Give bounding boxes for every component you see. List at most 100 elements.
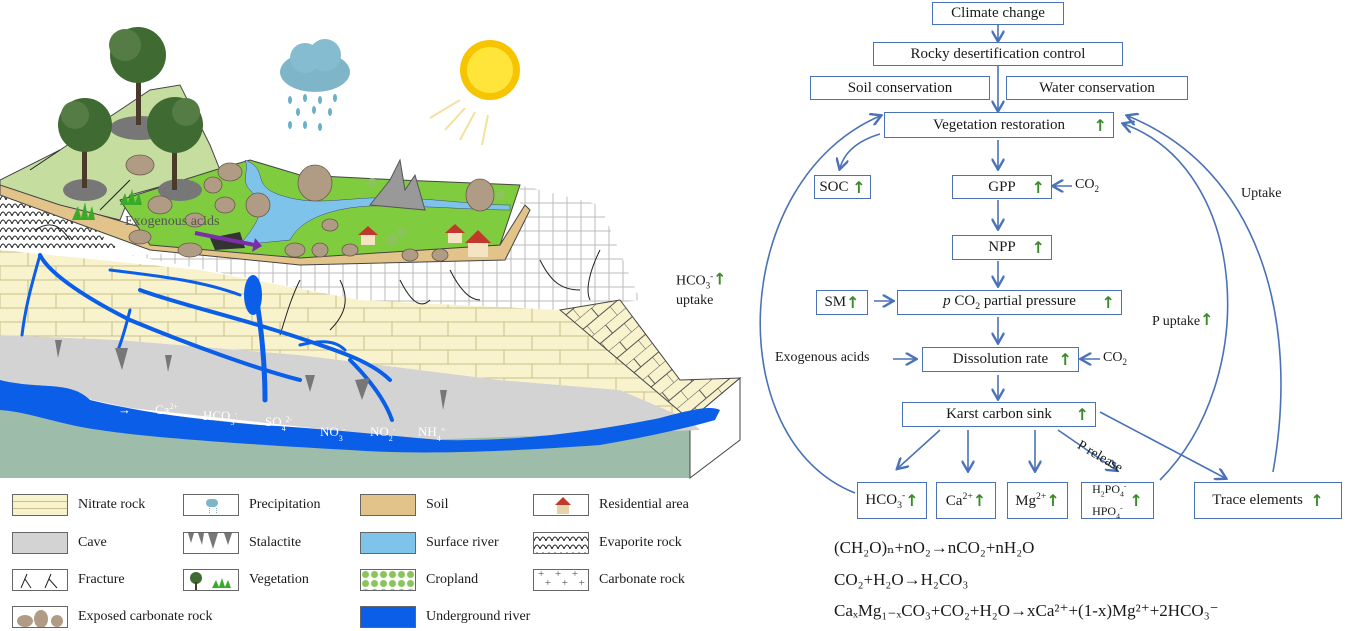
node-label: GPP <box>988 178 1016 195</box>
node-trace-elements: Trace elements ↑ <box>1194 482 1342 519</box>
arrow-hco3-uptake <box>759 116 880 494</box>
legend-label: Surface river <box>426 535 499 550</box>
legend-label: Exposed carbonate rock <box>78 609 213 624</box>
arrow-karst-hco3 <box>898 429 941 468</box>
tree-icon <box>147 97 203 201</box>
node-label: Soil conservation <box>847 79 953 96</box>
underground-river <box>0 380 720 453</box>
node-label: Ca2+ <box>945 491 973 509</box>
legend-item-soil: Soil <box>360 494 449 516</box>
co2-input-label: CO2 <box>1075 177 1099 194</box>
hco3-uptake-label: HCO3-↑ uptake <box>676 269 727 309</box>
surface-river-swatch <box>360 532 416 554</box>
increase-arrow-icon: ↑ <box>713 269 727 289</box>
increase-arrow-icon: ↑ <box>1101 293 1115 312</box>
flowchart-connectors <box>759 24 1282 494</box>
node-label: Mg2+ <box>1015 491 1047 509</box>
node-label: H2PO4-HPO4- <box>1092 481 1127 520</box>
exogenous-acids-label: Exogenous acids <box>125 214 219 229</box>
svg-text:SO42-: SO42- <box>265 414 293 433</box>
node-label: Water conservation <box>1039 79 1155 96</box>
increase-arrow-icon: ↑ <box>1031 238 1045 257</box>
node-rocky-desertification-control: Rocky desertification control <box>873 42 1123 66</box>
legend-label: Cropland <box>426 572 479 587</box>
exogenous-arrow <box>194 231 256 247</box>
grass-tuft-icon <box>120 189 142 205</box>
sun-icon <box>429 40 520 146</box>
arrow-p-uptake <box>1124 124 1229 481</box>
increase-arrow-icon: ↑ <box>972 491 987 510</box>
svg-text:NO3-: NO3- <box>320 424 346 443</box>
increase-arrow-icon: ↑ <box>1093 115 1107 135</box>
svg-text:HCO3-: HCO3- <box>203 408 237 427</box>
node-climate-change: Climate change <box>932 2 1064 25</box>
legend-item-nitrate-rock: Nitrate rock <box>12 494 145 516</box>
evaporite-rock-swatch <box>533 532 589 554</box>
legend-item-stalactite: Stalactite <box>183 532 301 554</box>
legend-label: Fracture <box>78 572 125 587</box>
stalactite-icon <box>55 340 447 410</box>
grass-tuft-icon <box>72 202 95 220</box>
fracture-icon <box>12 569 68 591</box>
exogenous-acids-label: Exogenous acids <box>775 350 870 365</box>
node-label: Rocky desertification control <box>910 45 1086 62</box>
karst-peak-icon <box>369 158 426 211</box>
cave-swatch <box>12 532 68 554</box>
node-label: SM <box>824 294 847 310</box>
node-mg: Mg2+↑ <box>1007 482 1068 519</box>
legend-item-carbonate-rock: + + + + + + + Carbonate rock <box>533 569 685 591</box>
co2-input-label: CO2 <box>1103 350 1127 367</box>
node-water-conservation: Water conservation <box>1006 76 1188 100</box>
increase-arrow-icon: ↑ <box>1058 350 1072 369</box>
slope-rock <box>558 299 742 421</box>
node-karst-carbon-sink: Karst carbon sink ↑ <box>902 402 1096 427</box>
arrow-veg-soc <box>840 133 881 168</box>
arrow-karst-trace <box>1099 411 1225 478</box>
legend-label: Precipitation <box>249 497 321 512</box>
legend-label: Evaporite rock <box>599 535 682 550</box>
legend-label: Soil <box>426 497 449 512</box>
increase-arrow-icon: ↑ <box>905 491 919 510</box>
soil-swatch <box>360 494 416 516</box>
node-gpp: GPP ↑ <box>952 175 1052 199</box>
node-label: Vegetation restoration <box>932 116 1066 133</box>
legend-label: Residential area <box>599 497 689 512</box>
node-label: Climate change <box>951 5 1045 21</box>
tree-icon <box>58 98 112 201</box>
legend-label: Nitrate rock <box>78 497 146 512</box>
increase-arrow-icon: ↑ <box>846 293 860 312</box>
tree-icon <box>109 27 170 140</box>
cropland-icon <box>367 178 505 246</box>
node-label: SOC <box>819 178 849 195</box>
svg-text:NH4+: NH4+ <box>418 424 446 443</box>
exogenous-arrowhead <box>252 238 262 252</box>
svg-text:Ca2+: Ca2+ <box>155 402 178 417</box>
node-sm: SM↑ <box>816 290 868 315</box>
node-pco2-partial-pressure: p CO2 partial pressure ↑ <box>897 290 1122 315</box>
karst-illustration: Exogenous acids <box>0 27 742 480</box>
bedrock-layer <box>0 378 740 478</box>
vegetation-icon <box>183 569 239 591</box>
node-vegetation-restoration: Vegetation restoration ↑ <box>884 112 1114 138</box>
legend-label: Underground river <box>426 609 531 624</box>
legend-item-evaporite-rock: Evaporite rock <box>533 532 682 554</box>
cave-layer <box>0 335 700 440</box>
ion-labels: → Ca2+ HCO3- SO42- NO3- NO2- NH4+ <box>118 402 446 443</box>
legend-item-vegetation: Vegetation <box>183 569 309 591</box>
house-icon <box>445 224 465 243</box>
cloud-rain-icon <box>280 39 350 131</box>
node-npp: NPP ↑ <box>952 235 1052 260</box>
legend-item-cropland: Cropland <box>360 569 478 591</box>
exposed-rock-icon <box>125 154 495 262</box>
equation-dissolution: CaₓMg₁₋ₓCO₃+CO₂+H₂O→xCa²⁺+(1-x)Mg²⁺+2HCO… <box>834 601 1219 620</box>
node-label: Dissolution rate <box>952 351 1049 367</box>
legend-label: Vegetation <box>249 572 309 587</box>
legend-item-fracture: Fracture <box>12 569 125 591</box>
legend-label: Carbonate rock <box>599 572 685 587</box>
node-hco3: HCO3-↑ <box>857 482 927 519</box>
legend-item-cave: Cave <box>12 532 107 554</box>
node-label: Trace elements <box>1212 492 1303 508</box>
increase-arrow-icon: ↑ <box>1046 491 1060 510</box>
nitrate-rock-layer <box>0 250 690 420</box>
house-icon <box>358 226 378 245</box>
